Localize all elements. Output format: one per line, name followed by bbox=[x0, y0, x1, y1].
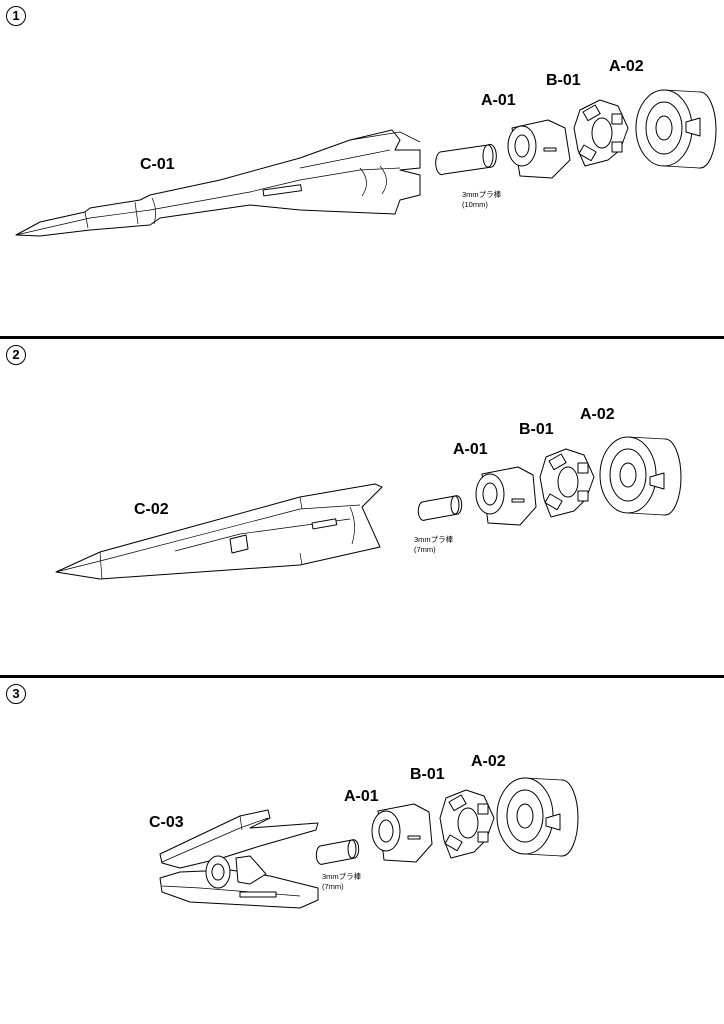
step-panel-1: 1 bbox=[0, 0, 724, 337]
peg-note: 3mmプラ棒 (7mm) bbox=[322, 872, 361, 892]
blade-c-03-drawing bbox=[159, 809, 319, 909]
step-number-badge: 1 bbox=[6, 6, 26, 26]
part-a-02-drawing-3 bbox=[496, 777, 579, 857]
peg-length-text: (7mm) bbox=[414, 545, 436, 554]
section-divider bbox=[0, 675, 724, 678]
part-b-01-drawing-3 bbox=[439, 789, 495, 859]
step-number-badge: 3 bbox=[6, 684, 26, 704]
plastic-rod-3 bbox=[315, 839, 360, 865]
plastic-rod-2 bbox=[417, 495, 463, 521]
part-label-a-01: A-01 bbox=[344, 788, 379, 805]
part-label-a-02: A-02 bbox=[471, 753, 506, 770]
step-number-badge: 2 bbox=[6, 345, 26, 365]
blade-c-02-drawing bbox=[55, 483, 383, 580]
peg-length-text: (7mm) bbox=[322, 882, 344, 891]
part-a-01-drawing-1 bbox=[507, 119, 571, 179]
part-a-02-drawing-2 bbox=[599, 436, 682, 516]
assembly-diagram-2 bbox=[55, 436, 682, 580]
assembly-diagram-1 bbox=[15, 89, 717, 237]
section-divider bbox=[0, 336, 724, 339]
peg-material-text: 3mmプラ棒 bbox=[322, 872, 362, 881]
peg-note: 3mmプラ棒 (7mm) bbox=[414, 535, 453, 555]
blade-label: C-01 bbox=[140, 156, 175, 173]
part-label-a-01: A-01 bbox=[481, 92, 516, 109]
part-b-01-drawing-1 bbox=[573, 99, 629, 167]
part-label-a-01: A-01 bbox=[453, 441, 488, 458]
blade-c-01-drawing bbox=[15, 129, 421, 237]
part-label-a-02: A-02 bbox=[609, 58, 644, 75]
assembly-diagram-3 bbox=[159, 777, 579, 909]
part-label-b-01: B-01 bbox=[519, 421, 554, 438]
part-label-b-01: B-01 bbox=[546, 72, 581, 89]
peg-material-text: 3mmプラ棒 bbox=[462, 190, 502, 199]
part-a-02-drawing-1 bbox=[635, 89, 717, 169]
part-b-01-drawing-2 bbox=[539, 448, 595, 518]
step-panel-3: 3 bbox=[0, 678, 724, 1024]
step-panel-2: 2 bbox=[0, 339, 724, 676]
part-label-a-02: A-02 bbox=[580, 406, 615, 423]
part-a-01-drawing-2 bbox=[475, 466, 537, 526]
peg-length-text: (10mm) bbox=[462, 200, 488, 209]
peg-note: 3mmプラ棒 (10mm) bbox=[462, 190, 501, 210]
blade-label: C-03 bbox=[149, 814, 184, 831]
peg-material-text: 3mmプラ棒 bbox=[414, 535, 454, 544]
part-label-b-01: B-01 bbox=[410, 766, 445, 783]
blade-label: C-02 bbox=[134, 501, 169, 518]
part-a-01-drawing-3 bbox=[371, 803, 433, 863]
plastic-rod-1 bbox=[435, 143, 497, 176]
